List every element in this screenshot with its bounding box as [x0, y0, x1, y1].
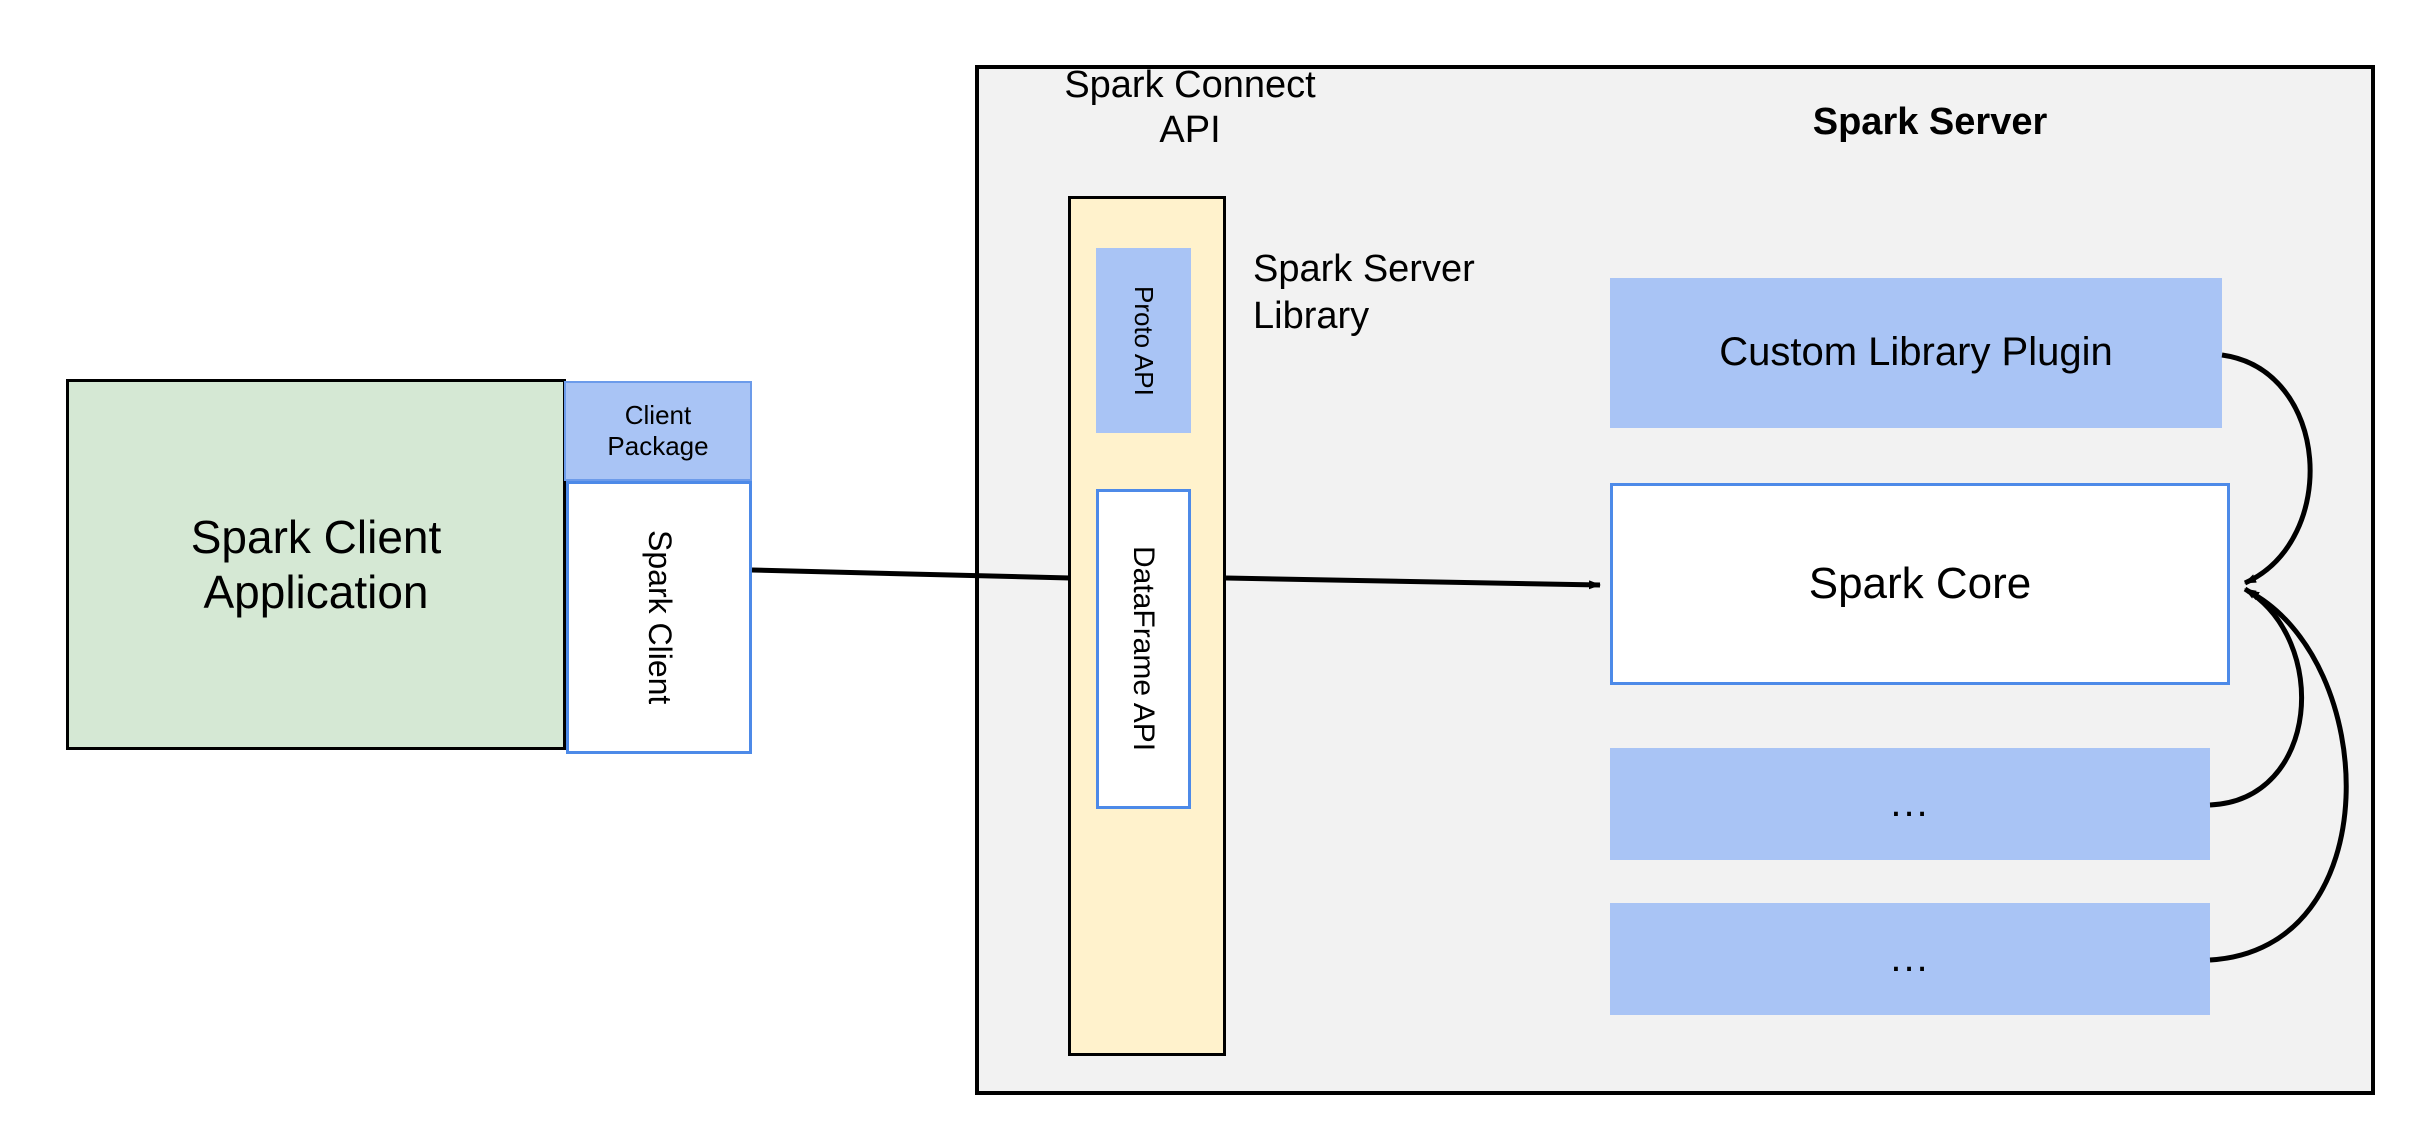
spark-connect-api-label: Spark Connect API	[1064, 64, 1316, 151]
spark-core-box[interactable]: Spark Core	[1610, 483, 2230, 685]
plugin-placeholder-label-1: ...	[1890, 781, 1930, 826]
spark-client-box[interactable]: Spark Client	[566, 481, 752, 754]
custom-library-plugin-label: Custom Library Plugin	[1719, 330, 2113, 375]
dataframe-api-box[interactable]: DataFrame API	[1096, 489, 1191, 809]
spark-client-application-box[interactable]: Spark Client Application	[66, 379, 566, 750]
spark-client-application-label: Spark Client Application	[190, 511, 442, 618]
spark-server-title: Spark Server	[1812, 100, 2048, 143]
spark-server-library-label: Spark Server Library	[1253, 247, 1475, 338]
spark-client-label: Spark Client	[641, 530, 678, 705]
spark-connect-api-column[interactable]: Proto API DataFrame API	[1068, 196, 1226, 1056]
client-package-box[interactable]: Client Package	[564, 381, 752, 481]
dataframe-api-label: DataFrame API	[1127, 546, 1161, 752]
plugin-placeholder-box-1[interactable]: ...	[1610, 748, 2210, 860]
proto-api-box[interactable]: Proto API	[1096, 248, 1191, 433]
plugin-placeholder-label-2: ...	[1890, 936, 1930, 981]
plugin-placeholder-box-2[interactable]: ...	[1610, 903, 2210, 1015]
custom-library-plugin-box[interactable]: Custom Library Plugin	[1610, 278, 2222, 428]
client-package-label: Client Package	[607, 400, 709, 461]
proto-api-label: Proto API	[1128, 285, 1159, 396]
spark-core-label: Spark Core	[1808, 559, 2032, 609]
